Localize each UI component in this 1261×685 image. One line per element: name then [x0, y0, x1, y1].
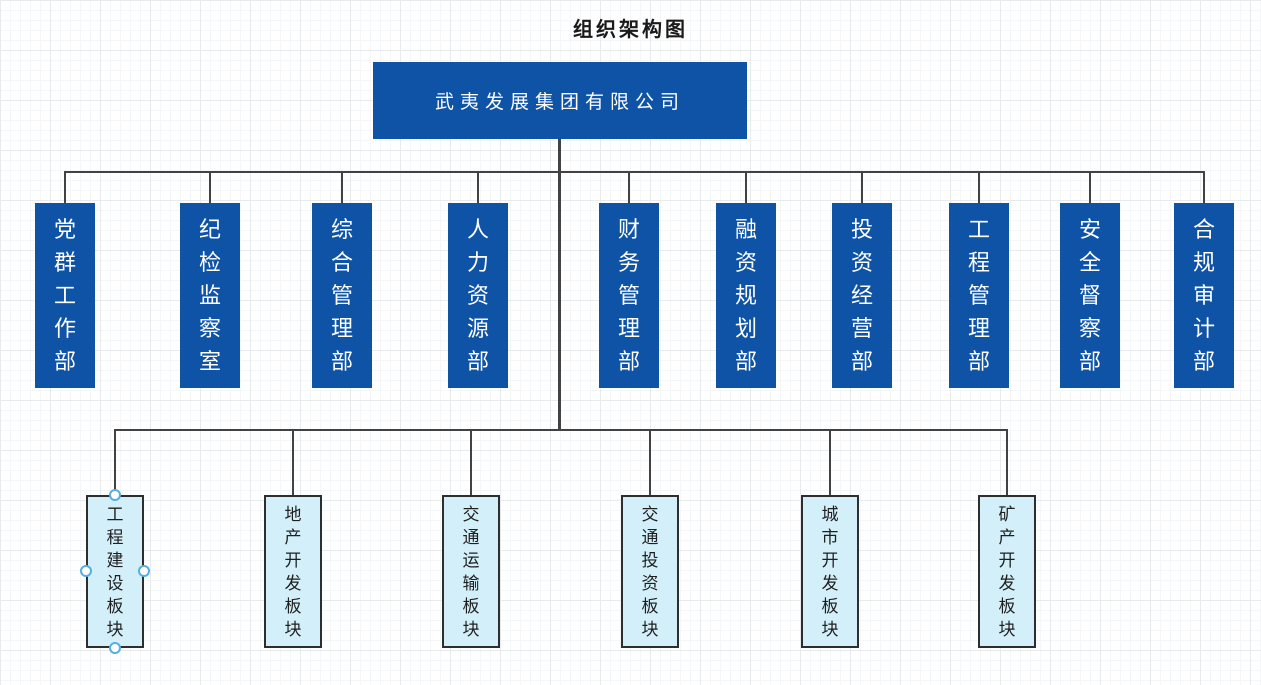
dept-node-label: 工程管理部 — [968, 217, 991, 374]
diagram-title[interactable]: 组织架构图 — [573, 19, 688, 41]
dept-node[interactable]: 工程管理部 — [949, 203, 1009, 388]
connector-stub[interactable] — [1089, 172, 1091, 203]
connector-stub[interactable] — [477, 172, 479, 203]
connector-stub[interactable] — [628, 172, 630, 203]
connector-stub[interactable] — [978, 172, 980, 203]
connector-stub[interactable] — [209, 172, 211, 203]
selection-handle-bottom[interactable] — [109, 642, 121, 654]
business-unit-label: 地产开发板块 — [284, 504, 302, 639]
connector-stub[interactable] — [470, 430, 472, 495]
connector-stub[interactable] — [114, 430, 116, 495]
selection-handle-right[interactable] — [138, 565, 150, 577]
connector-tier1-hline[interactable] — [64, 171, 1205, 173]
dept-node[interactable]: 合规审计部 — [1174, 203, 1234, 388]
dept-node-label: 合规审计部 — [1193, 217, 1216, 374]
dept-node-label: 人力资源部 — [467, 217, 490, 374]
root-company-node[interactable]: 武夷发展集团有限公司 — [373, 62, 747, 139]
dept-node[interactable]: 投资经营部 — [832, 203, 892, 388]
dept-node[interactable]: 安全督察部 — [1060, 203, 1120, 388]
connector-stub[interactable] — [292, 430, 294, 495]
connector-stub[interactable] — [64, 172, 66, 203]
business-unit-label: 城市开发板块 — [821, 504, 839, 639]
dept-node-label: 综合管理部 — [331, 217, 354, 374]
connector-trunk[interactable] — [558, 139, 561, 431]
business-unit-node[interactable]: 矿产开发板块 — [978, 495, 1036, 648]
connector-stub[interactable] — [861, 172, 863, 203]
dept-node-label: 党群工作部 — [54, 217, 77, 374]
root-company-label: 武夷发展集团有限公司 — [434, 92, 685, 113]
business-unit-node[interactable]: 地产开发板块 — [264, 495, 322, 648]
dept-node[interactable]: 纪检监察室 — [180, 203, 240, 388]
business-unit-label: 矿产开发板块 — [998, 504, 1016, 639]
connector-stub[interactable] — [1006, 430, 1008, 495]
dept-node[interactable]: 人力资源部 — [448, 203, 508, 388]
dept-node[interactable]: 党群工作部 — [35, 203, 95, 388]
connector-stub[interactable] — [341, 172, 343, 203]
dept-node[interactable]: 融资规划部 — [716, 203, 776, 388]
connector-stub[interactable] — [829, 430, 831, 495]
selection-handle-left[interactable] — [80, 565, 92, 577]
dept-node-label: 投资经营部 — [851, 217, 874, 374]
dept-node-label: 融资规划部 — [735, 217, 758, 374]
business-unit-node[interactable]: 交通运输板块 — [442, 495, 500, 648]
connector-stub[interactable] — [649, 430, 651, 495]
business-unit-node[interactable]: 交通投资板块 — [621, 495, 679, 648]
selection-handle-top[interactable] — [109, 489, 121, 501]
dept-node[interactable]: 财务管理部 — [599, 203, 659, 388]
connector-stub[interactable] — [745, 172, 747, 203]
business-unit-label: 工程建设板块 — [106, 504, 124, 639]
business-unit-label: 交通运输板块 — [462, 504, 480, 639]
dept-node-label: 纪检监察室 — [199, 217, 222, 374]
dept-node-label: 安全督察部 — [1079, 217, 1102, 374]
business-unit-node[interactable]: 工程建设板块 — [86, 495, 144, 648]
business-unit-node[interactable]: 城市开发板块 — [801, 495, 859, 648]
dept-node-label: 财务管理部 — [618, 217, 641, 374]
dept-node[interactable]: 综合管理部 — [312, 203, 372, 388]
business-unit-label: 交通投资板块 — [641, 504, 659, 639]
connector-stub[interactable] — [1203, 172, 1205, 203]
connector-tier2-hline[interactable] — [114, 429, 1008, 431]
